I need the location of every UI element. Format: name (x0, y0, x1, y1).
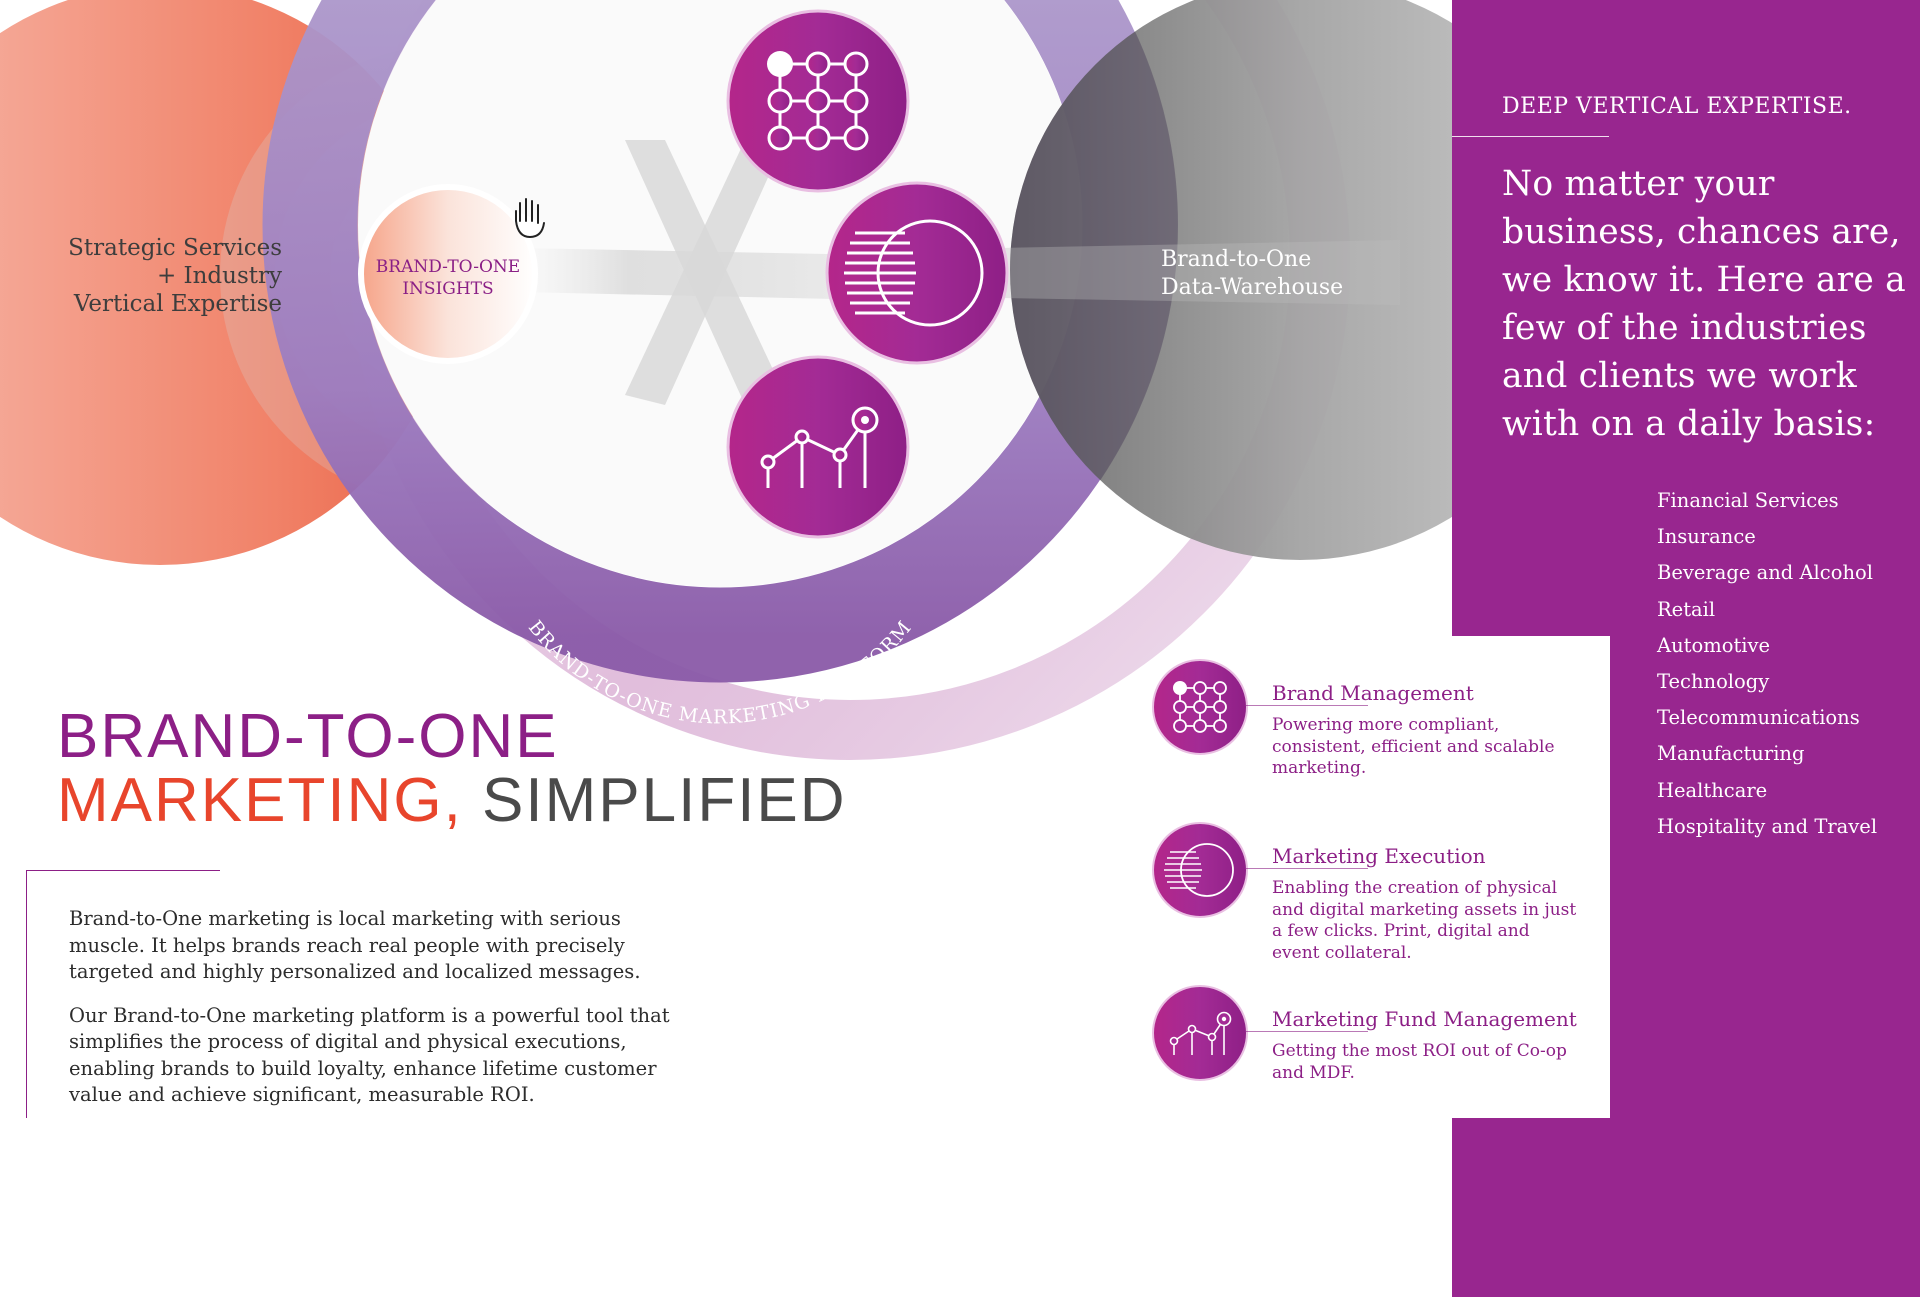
striped-circles-icon (825, 181, 1009, 365)
headline-accent: MARKETING, (57, 766, 463, 835)
grid-network-icon (1152, 659, 1248, 755)
expertise-panel-bottom (1452, 1118, 1920, 1297)
grid-network-icon (726, 9, 910, 193)
service-desc: Enabling the creation of physical and di… (1272, 878, 1577, 963)
expertise-panel-side (1610, 620, 1920, 1120)
data-warehouse-label: Brand-to-One Data-Warehouse (1161, 247, 1344, 300)
expertise-rule (1452, 136, 1609, 137)
expertise-panel (1452, 0, 1920, 636)
service-title: Marketing Fund Management (1272, 1007, 1577, 1031)
headline-simplified: SIMPLIFIED (462, 766, 847, 835)
intro-rule-vertical (26, 870, 27, 1118)
industry-item: Retail (1657, 597, 1716, 621)
expertise-heading: DEEP VERTICAL EXPERTISE. (1502, 94, 1852, 119)
industries-list: Financial Services Insurance Beverage an… (1657, 483, 1917, 845)
line-chart-icon (726, 355, 910, 539)
industry-item: Telecommunications (1657, 706, 1860, 730)
industry-item: Healthcare (1657, 778, 1768, 802)
line-chart-icon (1152, 985, 1248, 1081)
industry-item: Technology (1657, 670, 1770, 694)
striped-circles-icon (1152, 822, 1248, 918)
intro-text: Brand-to-One marketing is local marketin… (69, 906, 699, 1126)
service-title: Marketing Execution (1272, 844, 1486, 868)
strategic-services-label: Strategic Services + Industry Vertical E… (68, 235, 282, 317)
intro-paragraph-2: Our Brand-to-One marketing platform is a… (69, 1003, 670, 1107)
service-desc: Powering more compliant, consistent, eff… (1272, 715, 1555, 778)
industry-item: Insurance (1657, 525, 1756, 549)
insights-label: BRAND-TO-ONE INSIGHTS (375, 257, 521, 299)
industry-item: Hospitality and Travel (1657, 814, 1878, 838)
industry-item: Manufacturing (1657, 742, 1805, 766)
industry-item: Financial Services (1657, 489, 1839, 512)
service-desc: Getting the most ROI out of Co-op and MD… (1272, 1041, 1567, 1083)
industry-item: Automotive (1657, 633, 1771, 657)
industry-item: Beverage and Alcohol (1657, 561, 1873, 585)
hand-pointer-icon (515, 198, 545, 239)
page-headline: BRAND-TO-ONE MARKETING, SIMPLIFIED (57, 705, 957, 833)
intro-paragraph-1: Brand-to-One marketing is local marketin… (69, 907, 641, 983)
headline-line-1: BRAND-TO-ONE (57, 702, 559, 771)
expertise-intro: No matter your business, chances are, we… (1502, 164, 1906, 444)
service-title: Brand Management (1272, 681, 1474, 705)
intro-rule-horizontal (26, 870, 220, 871)
